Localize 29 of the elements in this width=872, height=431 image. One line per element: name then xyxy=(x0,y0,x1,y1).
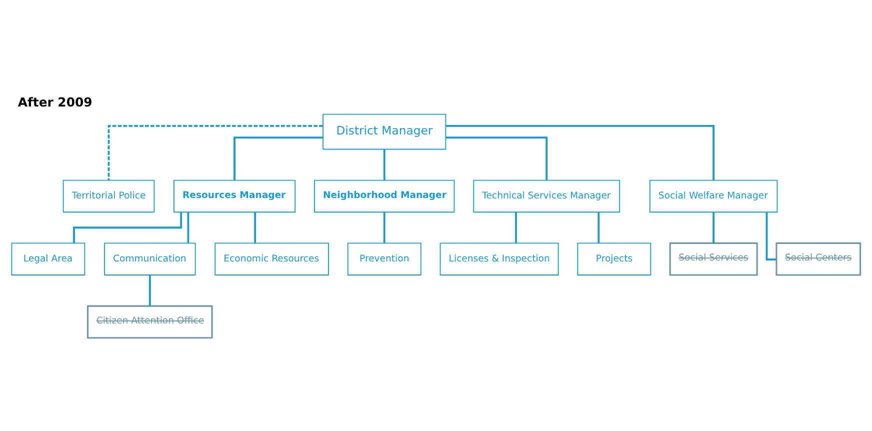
node-box: Social Centers xyxy=(776,242,862,276)
node-box: Citizen Attention Office xyxy=(87,304,213,338)
node-box: District Manager xyxy=(322,113,446,150)
node-box: Social Welfare Manager xyxy=(649,179,778,212)
diagram-title: After 2009 xyxy=(18,94,92,109)
node-box: Social Services xyxy=(669,242,758,276)
node-box: Technical Services Manager xyxy=(473,179,620,212)
connector xyxy=(766,212,776,260)
connector xyxy=(148,274,151,306)
connector xyxy=(254,212,256,243)
node-box: Communication xyxy=(104,242,196,275)
connector xyxy=(108,124,323,180)
connector xyxy=(515,212,517,243)
node-box: Legal Area xyxy=(11,242,86,275)
connector xyxy=(598,212,600,243)
node-box: Economic Resources xyxy=(214,242,329,275)
connector xyxy=(383,148,386,180)
node-box: Territorial Police xyxy=(62,179,155,212)
connector xyxy=(383,212,386,243)
node-box: Projects xyxy=(577,242,652,275)
node-box: Neighborhood Manager xyxy=(314,179,455,212)
node-box: Prevention xyxy=(347,242,422,275)
connector xyxy=(234,136,323,180)
node-box: Resources Manager xyxy=(174,179,296,212)
node-box: Licenses & Inspection xyxy=(440,242,559,275)
connector xyxy=(712,212,715,243)
connector xyxy=(187,212,190,243)
connector xyxy=(446,124,715,180)
connector xyxy=(446,136,548,180)
